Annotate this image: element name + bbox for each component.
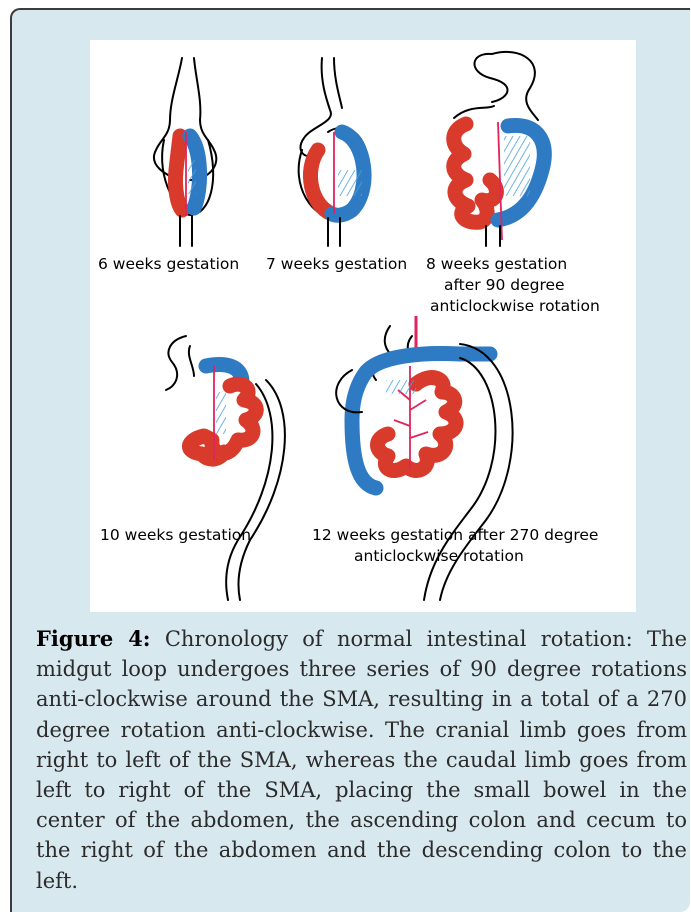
rotation-diagram: 6 weeks gestation 7 weeks gestation 8 we… — [90, 40, 636, 612]
panel-7-weeks — [299, 58, 370, 246]
figure-caption: Figure 4: Chronology of normal intestina… — [36, 624, 687, 896]
panel-6-weeks — [154, 58, 216, 246]
panel-10-weeks — [166, 336, 285, 600]
caption-text: Chronology of normal intestinal rotation… — [36, 627, 687, 893]
figure-container: 6 weeks gestation 7 weeks gestation 8 we… — [10, 8, 690, 912]
label-6-weeks: 6 weeks gestation — [98, 255, 239, 273]
label-7-weeks: 7 weeks gestation — [266, 255, 407, 273]
label-8-weeks-line1: 8 weeks gestation — [426, 255, 567, 273]
caption-label: Figure 4: — [36, 626, 151, 651]
rotation-illustration: 6 weeks gestation 7 weeks gestation 8 we… — [90, 40, 636, 612]
label-8-weeks-line2: after 90 degree — [444, 276, 565, 294]
label-12-weeks-line1: 12 weeks gestation after 270 degree — [312, 526, 598, 544]
label-10-weeks: 10 weeks gestation — [100, 526, 251, 544]
label-8-weeks-line3: anticlockwise rotation — [430, 297, 600, 315]
label-12-weeks-line2: anticlockwise rotation — [354, 547, 524, 565]
panel-8-weeks — [454, 52, 544, 246]
